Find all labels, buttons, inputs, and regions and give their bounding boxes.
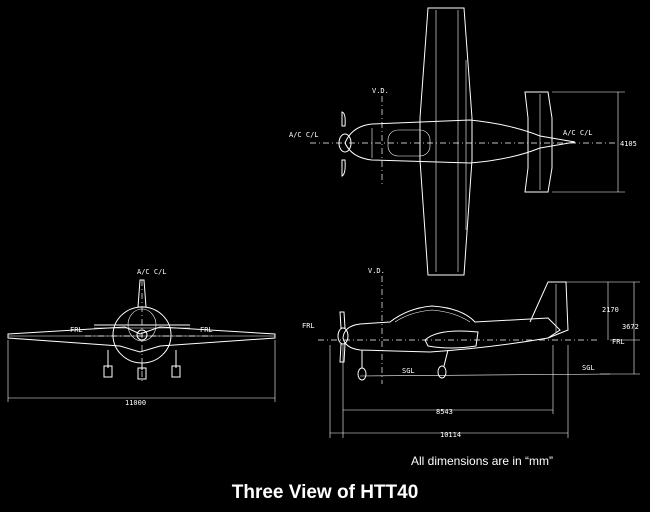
side-view-sgl-label-right: SGL [582, 364, 595, 372]
top-view-span-dim: 4105 [620, 140, 637, 148]
side-view-fin [529, 281, 569, 339]
side-view-frl-label-right: FRL [612, 338, 625, 346]
top-view-tail [524, 91, 553, 193]
side-view-vd-label: V.D. [368, 267, 385, 275]
side-view-length-total-dim: 10114 [440, 431, 461, 439]
front-view-frl-label-right: FRL [200, 326, 213, 334]
side-view-sgl-label-left: SGL [402, 367, 415, 375]
side-view-frl-label-left: FRL [302, 322, 315, 330]
side-view-fuselage [342, 305, 561, 353]
units-note: All dimensions are in “mm” [411, 454, 554, 468]
front-view-frl-label-left: FRL [70, 326, 83, 334]
top-view-wing [419, 7, 473, 276]
front-view-span-dim: 11000 [125, 399, 146, 407]
front-view-wing [7, 326, 276, 353]
top-view-vd-label: V.D. [372, 87, 389, 95]
top-view-fuselage [344, 119, 576, 164]
side-view-height-total-dim: 3672 [622, 323, 639, 331]
top-view-centerline-label-left: A/C C/L [289, 131, 319, 139]
side-view-length-inner-dim: 8543 [436, 408, 453, 416]
front-view [7, 279, 276, 402]
top-view-centerline-label-right: A/C C/L [563, 129, 593, 137]
side-view-sgl-line [359, 373, 611, 377]
side-view-height-upper-dim: 2170 [602, 306, 619, 314]
top-view [310, 7, 625, 276]
front-view-fin [137, 279, 147, 308]
drawing-title: Three View of HTT40 [231, 482, 419, 503]
side-view [318, 276, 640, 438]
front-view-centerline-label: A/C C/L [137, 268, 167, 276]
